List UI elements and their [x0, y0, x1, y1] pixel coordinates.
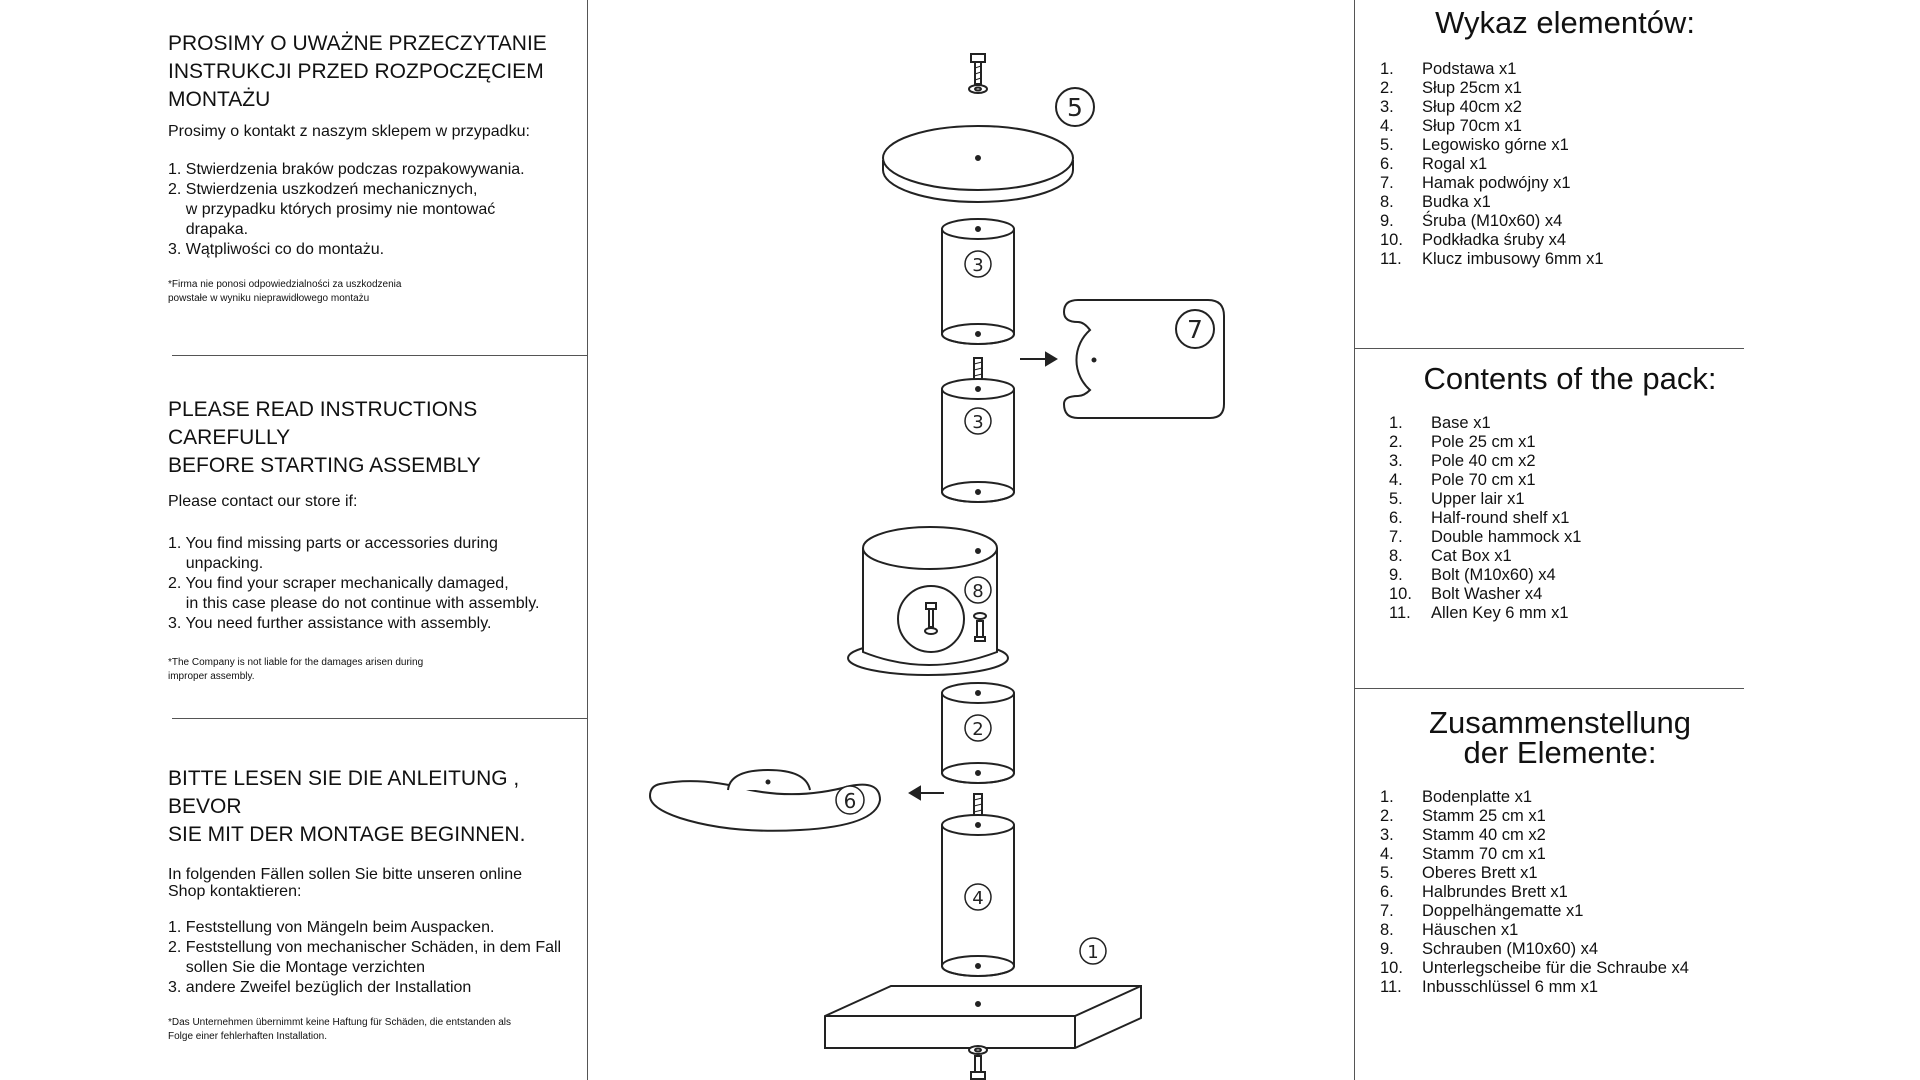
- svg-text:6: 6: [844, 789, 857, 813]
- callout-1: 1: [1079, 937, 1107, 965]
- list-item: 3.Stamm 40 cm x2: [1380, 826, 1546, 844]
- pole-40-upper-part: [941, 218, 1015, 345]
- half-round-shelf-part: [648, 768, 882, 832]
- list-item: 1.Podstawa x1: [1380, 60, 1517, 78]
- left-column-divider: [587, 0, 588, 1080]
- callout-3-upper: 3: [964, 250, 992, 278]
- instructions-polish: PROSIMY O UWAŻNE PRZECZYTANIE INSTRUKCJI…: [168, 30, 578, 306]
- intro-english: Please contact our store if:: [168, 493, 358, 510]
- heading-german: BITTE LESEN SIE DIE ANLEITUNG , BEVOR SI…: [168, 767, 526, 846]
- list-item: 6.Half-round shelf x1: [1389, 509, 1570, 527]
- callout-5: 5: [1055, 87, 1095, 127]
- double-hammock-part: [1062, 299, 1225, 419]
- heading-english: PLEASE READ INSTRUCTIONS CAREFULLY BEFOR…: [168, 398, 481, 477]
- parts-list-english: Contents of the pack: 1.Base x1 2.Pole 2…: [1370, 361, 1750, 623]
- list-item: 8.Häuschen x1: [1380, 921, 1519, 939]
- intro-polish: Prosimy o kontakt z naszym sklepem w prz…: [168, 123, 530, 140]
- base-part: [824, 985, 1142, 1049]
- list-item: 6.Halbrundes Brett x1: [1380, 883, 1568, 901]
- parts-title-german: Zusammenstellung der Elemente:: [1429, 705, 1691, 770]
- arrow-right-icon: [1020, 351, 1058, 367]
- upper-lair-part: [882, 125, 1074, 203]
- list-item: 4.Pole 70 cm x1: [1389, 471, 1536, 489]
- note-german: *Das Unternehmen übernimmt keine Haftung…: [168, 1017, 511, 1042]
- list-item: 3.Słup 40cm x2: [1380, 98, 1522, 116]
- callout-8: 8: [964, 576, 992, 604]
- note-english: *The Company is not liable for the damag…: [168, 657, 424, 682]
- svg-text:8: 8: [972, 581, 983, 602]
- list-item: 11.Allen Key 6 mm x1: [1389, 604, 1569, 622]
- svg-text:3: 3: [972, 255, 983, 276]
- left-section-divider-1: [172, 355, 588, 356]
- list-item: 11.Klucz imbusowy 6mm x1: [1380, 250, 1604, 268]
- note-polish: *Firma nie ponosi odpowiedzialności za u…: [168, 279, 402, 304]
- list-item: 7.Doppelhängematte x1: [1380, 902, 1584, 920]
- parts-list-german: Zusammenstellung der Elemente: 1.Bodenpl…: [1370, 705, 1770, 997]
- list-item: 4.Stamm 70 cm x1: [1380, 845, 1546, 863]
- list-item: 2.Pole 25 cm x1: [1389, 433, 1536, 451]
- svg-text:7: 7: [1187, 315, 1203, 344]
- callout-3-lower: 3: [964, 407, 992, 435]
- parts-items-polish: 1.Podstawa x1 2.Słup 25cm x1 3.Słup 40cm…: [1380, 60, 1740, 269]
- list-item: 10.Unterlegscheibe für die Schraube x4: [1380, 959, 1689, 977]
- list-item: 7.Hamak podwójny x1: [1380, 174, 1571, 192]
- list-item: 2.Słup 25cm x1: [1380, 79, 1522, 97]
- cat-box-part: [847, 526, 1009, 676]
- svg-text:3: 3: [972, 412, 983, 433]
- list-item: 8.Budka x1: [1380, 193, 1491, 211]
- list-item: 10.Podkładka śruby x4: [1380, 231, 1566, 249]
- list-german: 1. Feststellung von Mängeln beim Auspack…: [168, 919, 562, 996]
- threaded-rod-icon: [973, 357, 983, 385]
- list-item: 9.Schrauben (M10x60) x4: [1380, 940, 1599, 958]
- pole-70-part: [941, 814, 1015, 977]
- callout-4: 4: [964, 883, 992, 911]
- list-item: 5.Legowisko górne x1: [1380, 136, 1569, 154]
- callout-2: 2: [964, 714, 992, 742]
- list-item: 7.Double hammock x1: [1389, 528, 1582, 546]
- list-item: 10.Bolt Washer x4: [1389, 585, 1543, 603]
- right-section-divider-2: [1354, 688, 1744, 689]
- svg-text:4: 4: [972, 888, 983, 909]
- list-english: 1. You find missing parts or accessories…: [168, 535, 540, 632]
- threaded-rod-lower-icon: [973, 793, 983, 823]
- list-item: 5.Upper lair x1: [1389, 490, 1525, 508]
- list-item: 9.Śruba (M10x60) x4: [1380, 212, 1563, 230]
- parts-list-polish: Wykaz elementów: 1.Podstawa x1 2.Słup 25…: [1370, 5, 1740, 269]
- heading-polish: PROSIMY O UWAŻNE PRZECZYTANIE INSTRUKCJI…: [168, 32, 547, 111]
- instructions-german: BITTE LESEN SIE DIE ANLEITUNG , BEVOR SI…: [168, 765, 583, 1044]
- list-item: 6.Rogal x1: [1380, 155, 1488, 173]
- svg-text:2: 2: [972, 719, 983, 740]
- instructions-english: PLEASE READ INSTRUCTIONS CAREFULLY BEFOR…: [168, 396, 578, 684]
- list-item: 1.Bodenplatte x1: [1380, 788, 1533, 806]
- right-column-divider: [1354, 0, 1355, 1080]
- list-item: 5.Oberes Brett x1: [1380, 864, 1538, 882]
- list-item: 2.Stamm 25 cm x1: [1380, 807, 1546, 825]
- right-section-divider-1: [1354, 348, 1744, 349]
- pole-25-part: [941, 682, 1015, 784]
- bolt-icon: [968, 53, 988, 94]
- list-item: 1.Base x1: [1389, 414, 1491, 432]
- list-item: 9.Bolt (M10x60) x4: [1389, 566, 1556, 584]
- callout-7: 7: [1175, 309, 1215, 349]
- left-section-divider-2: [172, 718, 588, 719]
- svg-text:5: 5: [1067, 93, 1083, 122]
- bottom-bolt-icon: [968, 1045, 988, 1080]
- svg-text:1: 1: [1087, 942, 1098, 963]
- parts-items-german: 1.Bodenplatte x1 2.Stamm 25 cm x1 3.Stam…: [1380, 788, 1770, 997]
- callout-6: 6: [835, 785, 865, 815]
- parts-title-polish: Wykaz elementów:: [1435, 5, 1695, 40]
- parts-title-english: Contents of the pack:: [1423, 361, 1717, 396]
- list-item: 8.Cat Box x1: [1389, 547, 1512, 565]
- list-item: 4.Słup 70cm x1: [1380, 117, 1522, 135]
- intro-german: In folgenden Fällen sollen Sie bitte uns…: [168, 866, 523, 900]
- pole-40-lower-part: [941, 378, 1015, 503]
- list-polish: 1. Stwierdzenia braków podczas rozpakowy…: [168, 161, 525, 258]
- arrow-left-icon: [908, 785, 944, 801]
- parts-items-english: 1.Base x1 2.Pole 25 cm x1 3.Pole 40 cm x…: [1389, 414, 1750, 623]
- list-item: 3.Pole 40 cm x2: [1389, 452, 1536, 470]
- list-item: 11.Inbusschlüssel 6 mm x1: [1380, 978, 1599, 996]
